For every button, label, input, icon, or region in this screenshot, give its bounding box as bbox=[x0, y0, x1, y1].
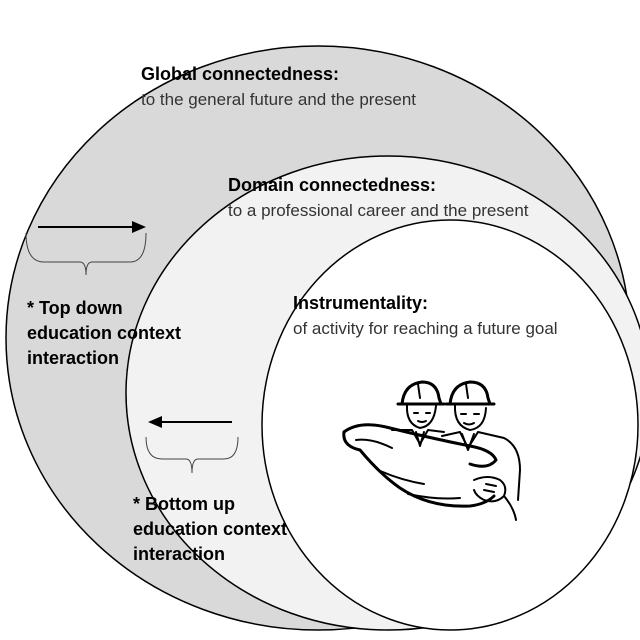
bottom-up-brace bbox=[145, 436, 239, 474]
top-down-note: * Top down education context interaction bbox=[27, 296, 181, 371]
top-down-line2: education context bbox=[27, 323, 182, 343]
global-connectedness-subtitle: to the general future and the present bbox=[141, 90, 417, 109]
bottom-up-arrow-icon bbox=[148, 416, 232, 428]
top-down-arrow-icon bbox=[38, 221, 146, 233]
domain-connectedness-subtitle: to a professional career and the present bbox=[228, 201, 529, 220]
domain-connectedness-title: Domain connectedness: bbox=[228, 175, 437, 195]
top-down-line1: * Top down bbox=[27, 298, 123, 318]
instrumentality-circle bbox=[261, 219, 639, 631]
instrumentality-title: Instrumentality: bbox=[293, 293, 429, 313]
top-down-line3: interaction bbox=[27, 348, 120, 368]
bottom-up-line3: interaction bbox=[133, 544, 226, 564]
top-down-brace bbox=[25, 232, 147, 276]
bottom-up-note: * Bottom up education context interactio… bbox=[133, 492, 287, 567]
bottom-up-line1: * Bottom up bbox=[133, 494, 235, 514]
instrumentality-subtitle: of activity for reaching a future goal bbox=[293, 319, 558, 338]
global-connectedness-title: Global connectedness: bbox=[141, 64, 340, 84]
bottom-up-line2: education context bbox=[133, 519, 288, 539]
engineers-with-blueprint-icon bbox=[342, 380, 521, 521]
